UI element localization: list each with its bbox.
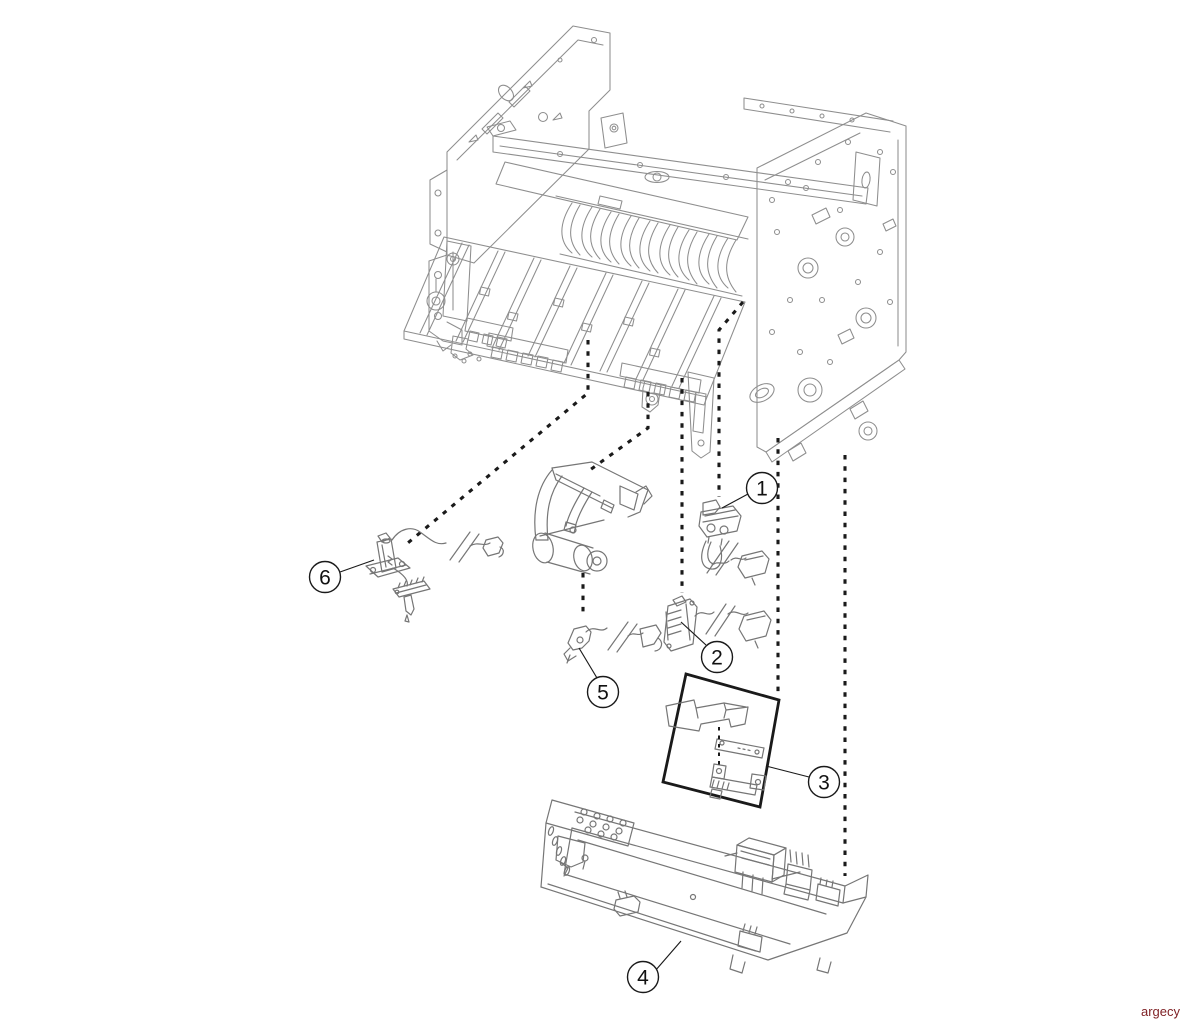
callout-5: 5 — [578, 647, 620, 709]
part-6-sensor-cable-assembly — [365, 528, 504, 623]
callout-6-circle — [308, 560, 342, 594]
callout-4-circle — [626, 960, 660, 994]
callout-4-leader — [654, 940, 682, 972]
printer-frame-illustration — [403, 25, 907, 463]
callout-6-leader — [339, 559, 375, 573]
part-2-sensor-cable-assembly — [663, 595, 772, 652]
callout-2-leader — [680, 621, 707, 646]
dashed-line-to-bracket — [589, 392, 650, 472]
callout-3: 3 — [765, 765, 841, 799]
callout-5-circle — [586, 675, 620, 709]
callout-2-circle — [700, 640, 734, 674]
callout-3-label: 3 — [818, 772, 830, 795]
part-3-bracket-kit — [661, 672, 781, 809]
callout-5-leader — [578, 647, 598, 679]
dashed-line-to-part-1 — [717, 300, 745, 497]
callout-4: 4 — [626, 940, 682, 994]
part-1-sensor-cable-assembly — [698, 499, 770, 586]
callout-2-label: 2 — [711, 647, 723, 670]
callout-3-circle — [807, 765, 841, 799]
callout-6: 6 — [308, 559, 375, 594]
part-5-sensor-cable-assembly — [563, 621, 663, 664]
callout-1-circle — [745, 471, 779, 505]
watermark-text: argecy — [1141, 1004, 1181, 1019]
callout-1-label: 1 — [756, 478, 768, 501]
part-3-highlight-box — [661, 672, 781, 809]
callout-6-label: 6 — [319, 567, 331, 590]
part-4-base-plate-assembly — [540, 799, 869, 974]
dashed-line-to-part-6 — [402, 340, 590, 549]
callout-5-label: 5 — [597, 682, 609, 705]
callouts: 1 2 3 4 5 6 — [308, 471, 841, 994]
callout-1: 1 — [721, 471, 779, 509]
callout-1-leader — [721, 493, 749, 509]
callout-4-label: 4 — [637, 967, 649, 990]
alignment-dashed-lines — [402, 300, 847, 876]
callout-2: 2 — [680, 621, 734, 674]
callout-3-leader — [765, 765, 810, 778]
transport-bracket-assembly — [532, 461, 653, 575]
